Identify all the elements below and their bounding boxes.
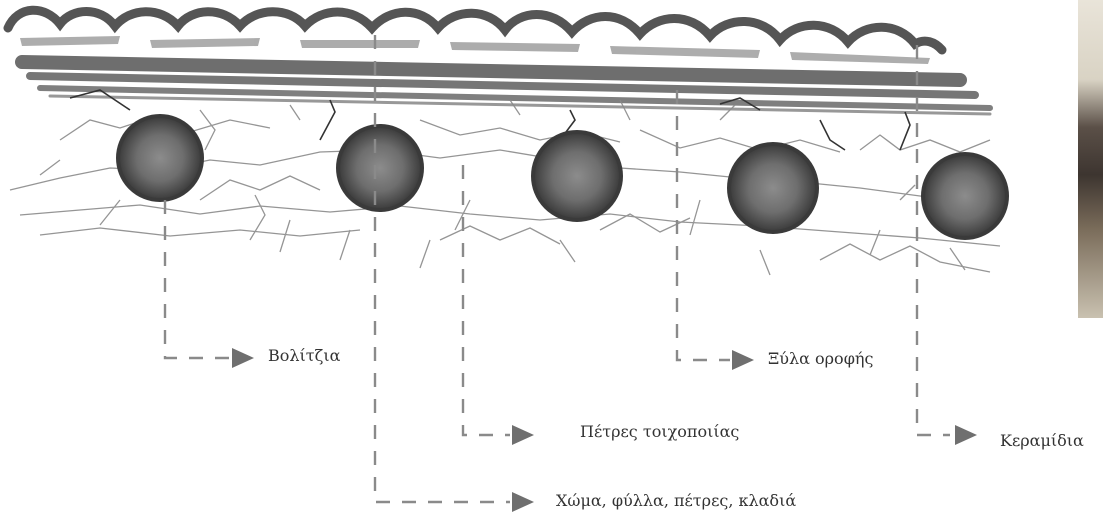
photo-edge [1078,0,1103,318]
arrow-xoma [512,492,534,512]
log-3 [533,132,621,220]
label-xoma: Χώμα, φύλλα, πέτρες, κλαδιά [556,493,796,509]
log-5 [923,154,1007,238]
arrow-petres [512,425,534,445]
log-2 [338,126,422,210]
label-xyla-orofis: Ξύλα οροφής [768,351,873,367]
arrow-bolitzia [232,348,254,368]
roof-beams [22,62,990,114]
arrow-keramidia [955,425,977,445]
leader-bolitzia [165,200,230,358]
log-4 [729,144,817,232]
bolitzia-logs [118,116,1007,238]
arrow-xyla [732,350,754,370]
label-petres-toixopoiias: Πέτρες τοιχοποιίας [580,424,739,440]
leader-petres [463,165,510,435]
leader-xyla [677,90,730,360]
label-keramidia: Κεραμίδια [1000,433,1084,449]
log-1 [118,116,202,200]
label-bolitzia: Βολίτζια [268,348,340,364]
